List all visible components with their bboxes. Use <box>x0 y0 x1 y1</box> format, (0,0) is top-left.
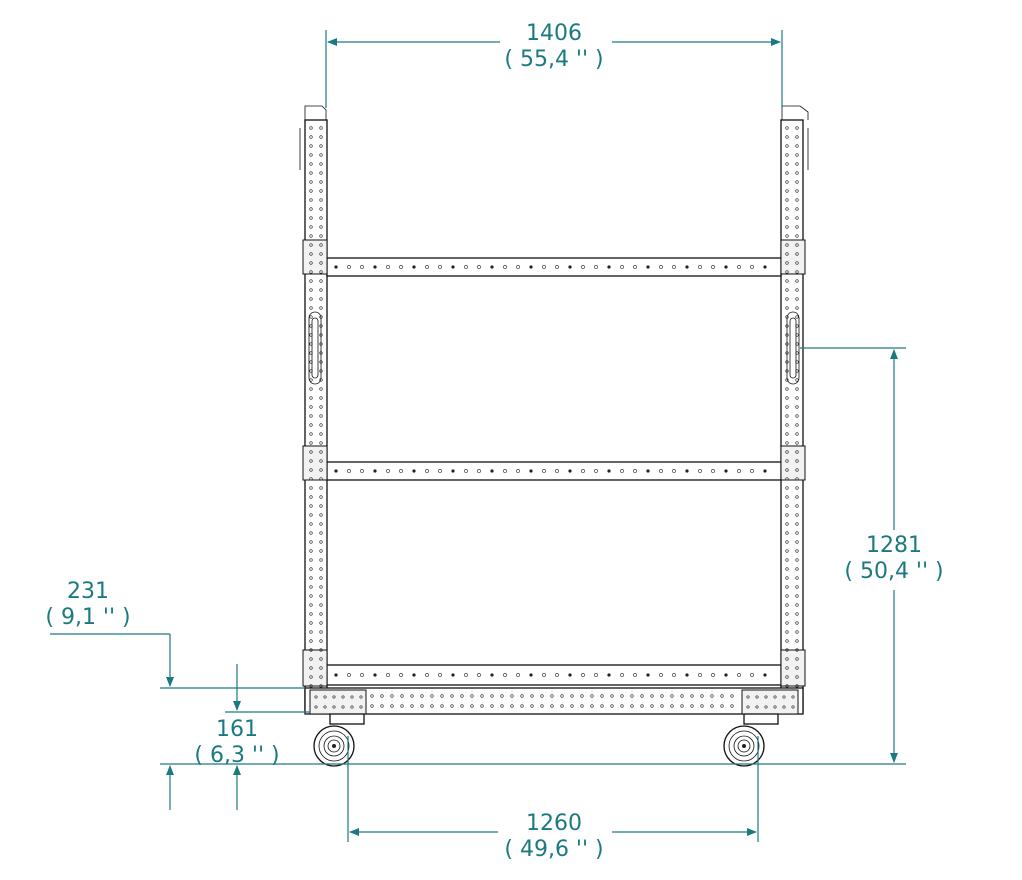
shelf-top <box>326 257 782 277</box>
left-caster-wheel <box>313 725 355 767</box>
right-upright <box>780 119 804 713</box>
right-top-hook <box>781 105 809 120</box>
dimension-height: 1281 ( 50,4 '' ) <box>160 347 944 765</box>
left-upright <box>304 119 328 713</box>
left-161-mm: 161 <box>216 717 258 742</box>
dimension-top-width: 1406 ( 55,4 '' ) <box>325 21 783 108</box>
wheel-base-inch: ( 49,6 '' ) <box>504 837 603 862</box>
cart-frame <box>299 105 809 767</box>
left-161-inch: ( 6,3 '' ) <box>194 743 279 768</box>
right-caster-wheel <box>723 725 765 767</box>
shelf-bottom <box>326 664 782 686</box>
left-handle <box>308 311 322 385</box>
dimension-left-231: 231 ( 9,1 '' ) <box>45 579 305 810</box>
height-inch: ( 50,4 '' ) <box>844 559 943 584</box>
height-mm: 1281 <box>866 533 922 558</box>
shelf-middle <box>326 461 782 481</box>
left-231-inch: ( 9,1 '' ) <box>45 605 130 630</box>
left-top-hook <box>304 105 327 120</box>
dimension-left-161: 161 ( 6,3 '' ) <box>194 664 310 810</box>
wheel-base-mm: 1260 <box>526 811 582 836</box>
dimension-wheel-base: 1260 ( 49,6 '' ) <box>347 736 759 862</box>
perforation-holes <box>309 126 799 709</box>
top-width-mm: 1406 <box>526 21 582 46</box>
right-handle <box>786 311 800 385</box>
left-231-mm: 231 <box>67 579 109 604</box>
top-width-inch: ( 55,4 '' ) <box>504 47 603 72</box>
base-beam <box>304 687 804 715</box>
